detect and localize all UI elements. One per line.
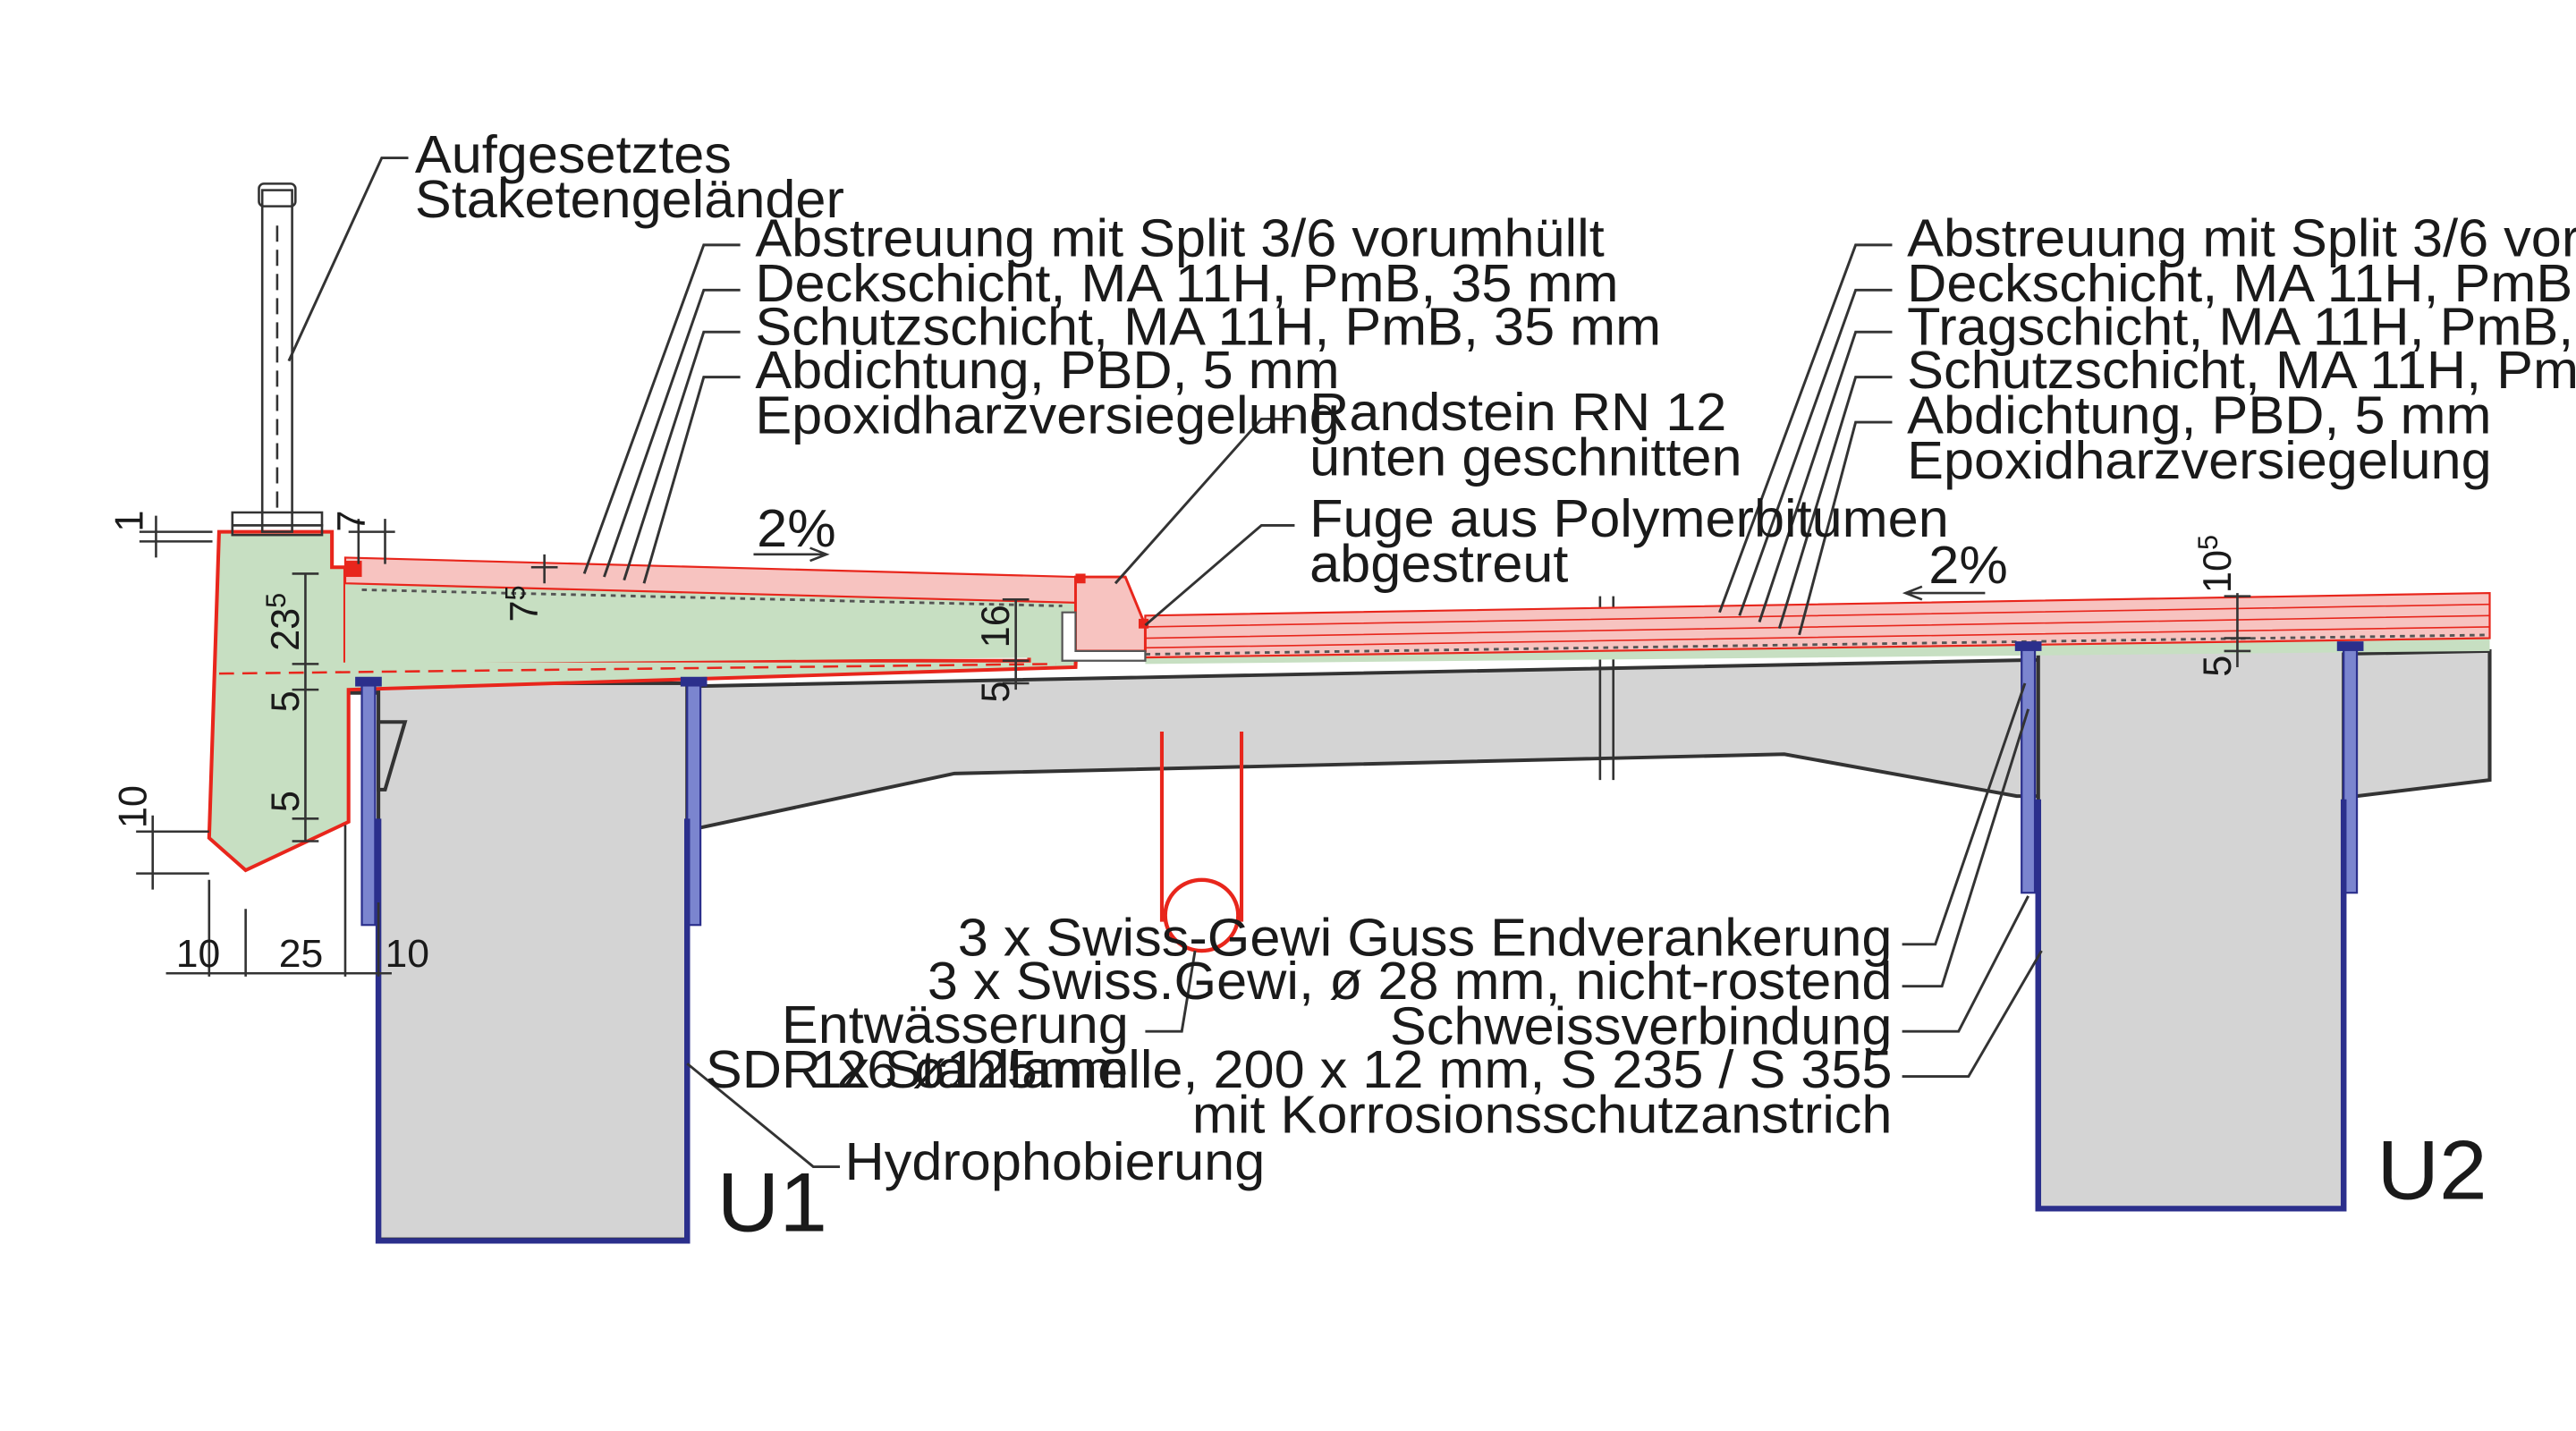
concrete-structure bbox=[348, 596, 2492, 1241]
dim-text: 10 bbox=[176, 933, 221, 976]
steel-label: 3 x Swiss-Gewi Guss Endverankerung bbox=[958, 907, 1893, 967]
joint-label-line2: abgestreut bbox=[1309, 533, 1569, 593]
drainage-pipe bbox=[1159, 732, 1244, 953]
curb-label: Randstein RN 12 unten geschnitten bbox=[1309, 382, 1741, 487]
dim-text-main: 23 bbox=[263, 608, 308, 651]
hydrophobic-label: Hydrophobierung bbox=[845, 1131, 1266, 1191]
railing bbox=[231, 182, 324, 537]
slope-label-right: 2% bbox=[1928, 535, 2007, 595]
dim-text: 16 bbox=[974, 605, 1019, 648]
leader-lines bbox=[287, 157, 2043, 1168]
steel-label: mit Korrosionsschutzanstrich bbox=[1192, 1084, 1893, 1144]
dim-text-main: 7 bbox=[503, 600, 547, 622]
right-layer-label: Abstreuung mit Split 3/6 vorumhüllt bbox=[1907, 207, 2576, 267]
dim-text: 5 bbox=[2195, 656, 2240, 677]
dim-text-superscript: 5 bbox=[2192, 535, 2224, 550]
dim-text: 75 bbox=[499, 585, 547, 622]
steel-labels: 3 x Swiss-Gewi Guss Endverankerung 3 x S… bbox=[811, 907, 1892, 1144]
girder-label-u1: U1 bbox=[717, 1156, 827, 1249]
railing-label-line2: Staketengeländer bbox=[415, 169, 844, 229]
left-layer-label: Schutzschicht, MA 11H, PmB, 35 mm bbox=[755, 296, 1661, 356]
slope-arrow-left bbox=[753, 546, 830, 563]
joint-label: Fuge aus Polymerbitumen abgestreut bbox=[1309, 488, 1949, 593]
dimension-lines bbox=[136, 515, 2251, 977]
right-layer-label: Epoxidharzversiegelung bbox=[1907, 430, 2491, 490]
hydrophobic-outline-u1 bbox=[375, 818, 691, 1244]
left-layer-label: Abstreuung mit Split 3/6 vorumhüllt bbox=[755, 207, 1605, 267]
dim-text-superscript: 5 bbox=[499, 585, 531, 600]
dim-text: 7 bbox=[330, 511, 375, 532]
curb-marker bbox=[1075, 573, 1086, 584]
curb-label-line1: Randstein RN 12 bbox=[1309, 382, 1726, 442]
dim-text-superscript: 5 bbox=[260, 593, 292, 608]
slope-label-left: 2% bbox=[757, 498, 835, 558]
right-layer-label: Abdichtung, PBD, 5 mm bbox=[1907, 385, 2491, 445]
drainage-label-line1: Entwässerung bbox=[782, 995, 1129, 1054]
steel-label: 1x Stahllamelle, 200 x 12 mm, S 235 / S … bbox=[811, 1039, 1892, 1099]
dimension-texts: 1 7 235 5 5 75 10 10 25 10 16 5 105 5 bbox=[107, 511, 2240, 976]
curb-stone bbox=[1073, 575, 1147, 653]
girder-u1 bbox=[377, 681, 690, 1241]
joint-marker bbox=[1138, 618, 1149, 629]
dim-text: 5 bbox=[263, 791, 308, 812]
drainage-label-line2: SDR 26 ø125mm bbox=[706, 1039, 1129, 1099]
dim-text: 235 bbox=[260, 593, 308, 651]
left-layer-label: Deckschicht, MA 11H, PmB, 35 mm bbox=[755, 253, 1618, 313]
dim-text: 5 bbox=[974, 682, 1019, 703]
left-layer-label: Epoxidharzversiegelung bbox=[755, 385, 1339, 445]
slope-arrow-right bbox=[1902, 585, 1986, 601]
girder-label-u2: U2 bbox=[2377, 1124, 2487, 1217]
girder-u2 bbox=[2036, 642, 2346, 1211]
railing-label-line1: Aufgesetztes bbox=[415, 124, 732, 184]
asphalt-lines-right bbox=[1145, 603, 2490, 649]
dim-text: 25 bbox=[279, 933, 324, 976]
curb-label-line2: unten geschnitten bbox=[1309, 427, 1741, 487]
rebar-line bbox=[218, 663, 1056, 675]
right-layer-label: Schutzschicht, MA 11H, PmB, 35 mm bbox=[1907, 340, 2576, 400]
left-layers-labels: Abstreuung mit Split 3/6 vorumhüllt Deck… bbox=[755, 207, 1661, 445]
steel-label: Schweissverbindung bbox=[1390, 995, 1893, 1055]
dim-text: 10 bbox=[111, 785, 156, 828]
drainage-label: Entwässerung SDR 26 ø125mm bbox=[706, 995, 1129, 1099]
right-layers-labels: Abstreuung mit Split 3/6 vorumhüllt Deck… bbox=[1907, 207, 2576, 490]
hydrophobic-outline-u2 bbox=[2035, 799, 2347, 1212]
curb-bedding bbox=[1061, 611, 1147, 662]
left-layer-label: Abdichtung, PBD, 5 mm bbox=[755, 340, 1339, 400]
right-layer-label: Deckschicht, MA 11H, PmB, 35 mm bbox=[1907, 253, 2576, 313]
joint-label-line1: Fuge aus Polymerbitumen bbox=[1309, 488, 1949, 548]
steel-anchors bbox=[355, 641, 2364, 927]
dim-text: 5 bbox=[263, 690, 308, 712]
dim-text-main: 10 bbox=[2195, 550, 2240, 593]
railing-label: Aufgesetztes Staketengeländer bbox=[415, 124, 844, 229]
support-strut bbox=[377, 720, 408, 792]
dim-text: 105 bbox=[2192, 535, 2240, 593]
steel-label: 3 x Swiss.Gewi, ø 28 mm, nicht-rostend bbox=[928, 951, 1893, 1011]
dim-text: 1 bbox=[107, 511, 152, 532]
right-layer-label: Tragschicht, MA 11H, PmB, 30 mm bbox=[1907, 296, 2576, 356]
dim-text: 10 bbox=[386, 933, 430, 976]
epoxy-line-left bbox=[361, 588, 1063, 607]
edge-marker bbox=[344, 561, 362, 578]
